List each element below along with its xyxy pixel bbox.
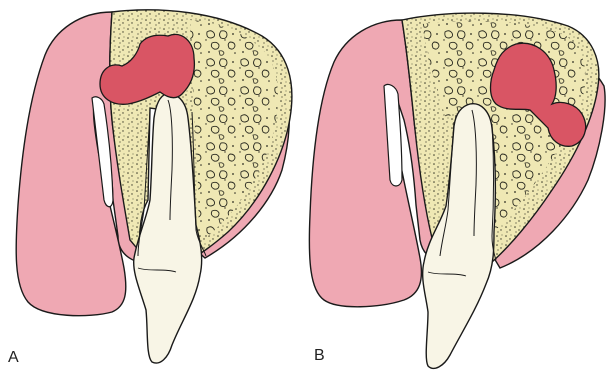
- panel-a: [16, 10, 292, 363]
- panel-label-b: B: [314, 347, 325, 365]
- panel-label-a: A: [8, 349, 19, 367]
- panel-b: [309, 13, 605, 368]
- cancellous-bone: [190, 20, 278, 238]
